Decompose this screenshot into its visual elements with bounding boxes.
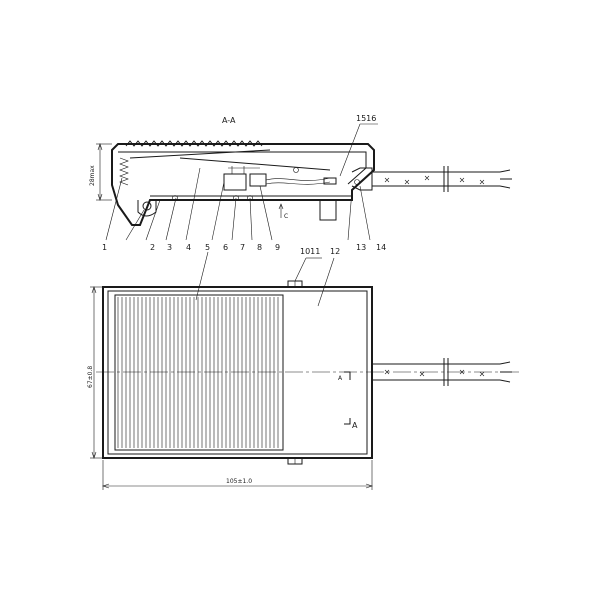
callout-8: 8 xyxy=(257,243,262,252)
callout-5: 5 xyxy=(205,243,210,252)
dim-width-label: 67±0.8 xyxy=(87,366,94,388)
callout-6: 6 xyxy=(223,243,228,252)
callout-9: 9 xyxy=(275,243,280,252)
dim-length-label: 105±1.0 xyxy=(226,478,252,485)
section-marker-text-plan: A xyxy=(352,421,358,430)
callout-14: 14 xyxy=(376,243,386,252)
plan-housing xyxy=(102,286,373,459)
section-marker-text: A xyxy=(338,375,343,382)
callout-12: 12 xyxy=(330,247,340,256)
callout-7: 7 xyxy=(240,243,245,252)
dim-height-label: 28max xyxy=(89,165,96,186)
callout-2: 2 xyxy=(150,243,155,252)
dimension-height: 28max xyxy=(89,143,112,201)
section-marker-a: A A xyxy=(338,371,358,430)
view-arrow-c: C xyxy=(278,203,288,220)
callout-3: 3 xyxy=(167,243,172,252)
plan-cable xyxy=(372,358,512,386)
callout-leaders-bottom xyxy=(105,167,371,241)
dimension-length: 105±1.0 xyxy=(102,460,373,490)
callout-1011: 1011 xyxy=(300,247,320,256)
dimension-width: 67±0.8 xyxy=(87,286,103,459)
callout-c: C xyxy=(284,213,288,220)
callout-4: 4 xyxy=(186,243,191,252)
callout-13: 13 xyxy=(356,243,366,252)
plan-screws xyxy=(287,280,303,465)
pedal-ribs xyxy=(117,297,279,448)
section-cable xyxy=(372,166,512,192)
callout-1: 1 xyxy=(102,243,107,252)
section-title: A-A xyxy=(222,116,236,125)
callout-1516: 1516 xyxy=(356,114,376,123)
section-housing xyxy=(111,140,375,226)
callout-numbers-bottom: 1 2 3 4 5 6 7 8 9 13 14 xyxy=(102,243,386,252)
